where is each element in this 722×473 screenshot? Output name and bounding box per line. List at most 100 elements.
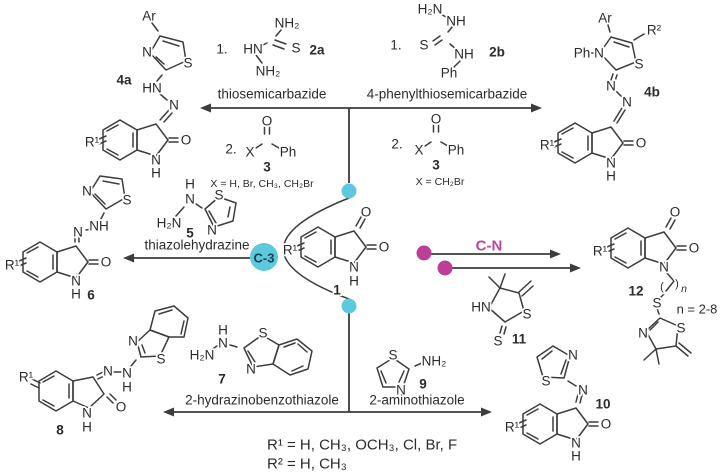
thiazole-ring [536, 345, 571, 379]
hn-label: HN [471, 300, 491, 315]
nitrogen-label: N [622, 95, 632, 110]
step-label: 2. [391, 137, 402, 152]
compound-number-4b: 4b [644, 85, 660, 100]
n-subscript: n [681, 283, 687, 295]
sulfur-label: S [122, 193, 131, 208]
compound-number-9: 9 [419, 377, 427, 392]
nitrogen-label: N [396, 383, 406, 398]
reagent-2b: 1. H₂N NH S NH Ph 2b 4-phenylthiosemicar… [367, 0, 528, 102]
hydrogen-label: H [122, 380, 132, 395]
r1-label: R¹ [19, 370, 34, 385]
arrow-cn-2 [451, 263, 581, 273]
reagent-name-2-aminothiazole: 2-aminothiazole [369, 393, 464, 408]
compound-number-1: 1 [333, 283, 341, 298]
isatin-five-ring [72, 376, 105, 409]
nitrogen-label: N [151, 153, 161, 168]
nitrogen-label: N [606, 156, 616, 171]
paren-close: ) [675, 278, 679, 290]
thiazolidine-ring [488, 287, 525, 323]
benzene-ring [272, 338, 313, 376]
oxygen-label: O [361, 205, 372, 220]
nitrogen-label: N [122, 366, 132, 381]
compound-11: HN S S 11 [470, 273, 534, 350]
r1-definition: R¹ = H, CH₃, OCH₃, Cl, Br, F [267, 437, 457, 454]
isatin-benzene [38, 370, 74, 412]
bonds [175, 203, 231, 224]
x-label: X [245, 145, 254, 160]
nh-label: NH [446, 14, 466, 29]
thiazole-ring [149, 35, 187, 71]
r1-label: R¹ [283, 243, 298, 258]
aryl-label: Ar [142, 9, 156, 24]
reagent-9: S NH₂ N 9 2-aminothiazole [369, 346, 464, 408]
thiazole-ring [136, 329, 170, 358]
compound-number-3: 3 [432, 158, 440, 173]
hydrogen-label: H [71, 287, 81, 302]
bonds [541, 350, 583, 404]
reagent-3-right: 2. O X Ph 3 X = CH₂Br [391, 110, 466, 188]
sulfur-label: S [522, 307, 531, 322]
compound-4b: Ar R² Ph N S N N 4b R¹ O N H [538, 9, 663, 186]
thiazole-ring [599, 36, 637, 71]
compound-number-3: 3 [263, 160, 271, 175]
compound-number-12: 12 [628, 284, 643, 299]
nitrogen-label: N [568, 348, 578, 363]
oxygen-label: O [379, 240, 390, 255]
hub-dot-magenta-2 [437, 260, 453, 276]
r2-label: R² [647, 23, 662, 38]
sulfur-label: S [541, 374, 550, 389]
oxygen-label: O [670, 205, 681, 220]
oxygen-label: O [101, 255, 112, 270]
x-label: X [414, 143, 423, 158]
footnotes: R¹ = H, CH₃, OCH₃, Cl, Br, F R² = H, CH₃ [267, 437, 457, 473]
bonds [380, 362, 423, 384]
n-range: n = 2-8 [677, 302, 718, 317]
compound-number-4a: 4a [116, 73, 132, 88]
hub-dot-magenta-1 [416, 245, 432, 261]
hydrogen-label: H [349, 274, 359, 289]
nitrogen-label: N [71, 274, 81, 289]
phenyl-label: Ph [574, 46, 591, 61]
step-label: 1. [216, 42, 227, 57]
bonds [255, 126, 280, 149]
hydrogen-label: H [571, 449, 581, 464]
compound-4a: Ar N S 4a HN N R¹ O N H [83, 7, 194, 183]
bonds [30, 375, 117, 407]
nitrogen-label: N [659, 260, 669, 275]
hn-label: HN [243, 42, 263, 57]
hydrogen-label: H [218, 323, 228, 338]
h2n-label: H₂N [418, 2, 443, 17]
compound-number-2b: 2b [489, 45, 505, 60]
bonds [355, 216, 366, 229]
bonds [74, 180, 120, 243]
reagent-name-2-hydrazinobenzothiazole: 2-hydrazinobenzothiazole [185, 393, 339, 408]
sulfur-label: S [419, 38, 428, 53]
nitrogen-label: N [578, 383, 588, 398]
r1-label: R¹ [593, 244, 608, 259]
thiazoline-ring [645, 317, 679, 350]
nitrogen-label: N [218, 336, 228, 351]
oxygen-label: O [262, 114, 273, 129]
arrow-top [200, 103, 542, 183]
sulfur-label: S [214, 188, 223, 203]
compound-6: N S NH N R¹ O N H 6 [3, 175, 133, 304]
arrow-cn-1 [430, 249, 561, 259]
thiazole-ring [376, 357, 410, 388]
oxygen-label: O [181, 133, 192, 148]
nitrogen-label: N [185, 192, 195, 207]
compound-number-11: 11 [512, 332, 527, 347]
compound-number-2a: 2a [309, 43, 325, 58]
sulfur-label: S [258, 326, 267, 341]
sulfur-label: S [156, 352, 165, 367]
hn-label: HN [142, 81, 162, 96]
r1-label: R¹ [85, 135, 100, 150]
bonds [96, 309, 185, 380]
bonds [432, 12, 461, 68]
r1-label: R¹ [540, 138, 555, 153]
compound-number-5: 5 [186, 226, 194, 241]
oxygen-label: O [636, 136, 647, 151]
reagent-3-left: 2. O X Ph 3 X = H, Br, CH₃, CH₂Br [210, 112, 314, 190]
nitrogen-label: N [73, 225, 83, 240]
